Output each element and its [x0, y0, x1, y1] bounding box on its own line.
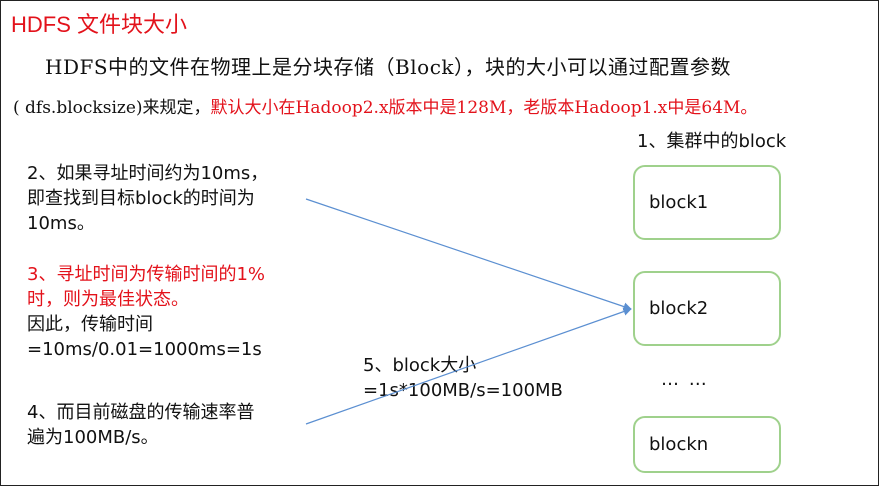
note-line: 因此，传输时间: [27, 314, 153, 335]
note-line-red: 3、寻址时间为传输时间的1%: [27, 264, 266, 285]
block-label: block1: [649, 192, 709, 213]
note-line: 2、如果寻址时间约为10ms，: [27, 163, 269, 184]
note-line: =1s*100MB/s=100MB: [363, 380, 563, 401]
note-line: 5、block大小: [363, 355, 477, 376]
intro-line-2-red: 默认大小在Hadoop2.x版本中是128M，老版本Hadoop1.x中是64M…: [210, 98, 758, 118]
note-line: 即查找到目标block的时间为: [27, 188, 255, 209]
cluster-label: 1、集群中的block: [637, 131, 787, 152]
note-best-state: 3、寻址时间为传输时间的1% 时，则为最佳状态。 因此，传输时间 =10ms/0…: [27, 262, 265, 362]
note-line: 4、而目前磁盘的传输速率普: [27, 402, 255, 423]
slide-title: HDFS 文件块大小: [11, 12, 188, 37]
note-line: =10ms/0.01=1000ms=1s: [27, 339, 262, 360]
arrow-from-note-4: [305, 307, 632, 425]
arrow-from-note-2: [305, 198, 632, 311]
block-label: block2: [649, 298, 709, 319]
block-node-n: blockn: [633, 416, 781, 473]
note-addressing-time: 2、如果寻址时间约为10ms， 即查找到目标block的时间为 10ms。: [27, 161, 268, 236]
note-line-red: 时，则为最佳状态。: [27, 289, 189, 310]
note-line: 10ms。: [27, 213, 95, 234]
block-node-2: block2: [633, 271, 781, 346]
intro-line-2-black: ( dfs.blocksize)来规定，: [13, 98, 211, 118]
intro-line-1: HDFS中的文件在物理上是分块存储（Block），块的大小可以通过配置参数: [45, 55, 732, 79]
block-node-1: block1: [633, 165, 781, 240]
note-transfer-rate: 4、而目前磁盘的传输速率普 遍为100MB/s。: [27, 400, 254, 450]
note-block-size: 5、block大小 =1s*100MB/s=100MB: [363, 353, 563, 403]
intro-line-2: ( dfs.blocksize)来规定，默认大小在Hadoop2.x版本中是12…: [13, 93, 757, 118]
block-label: blockn: [649, 434, 709, 455]
ellipsis: … …: [661, 369, 709, 390]
note-line: 遍为100MB/s。: [27, 427, 159, 448]
